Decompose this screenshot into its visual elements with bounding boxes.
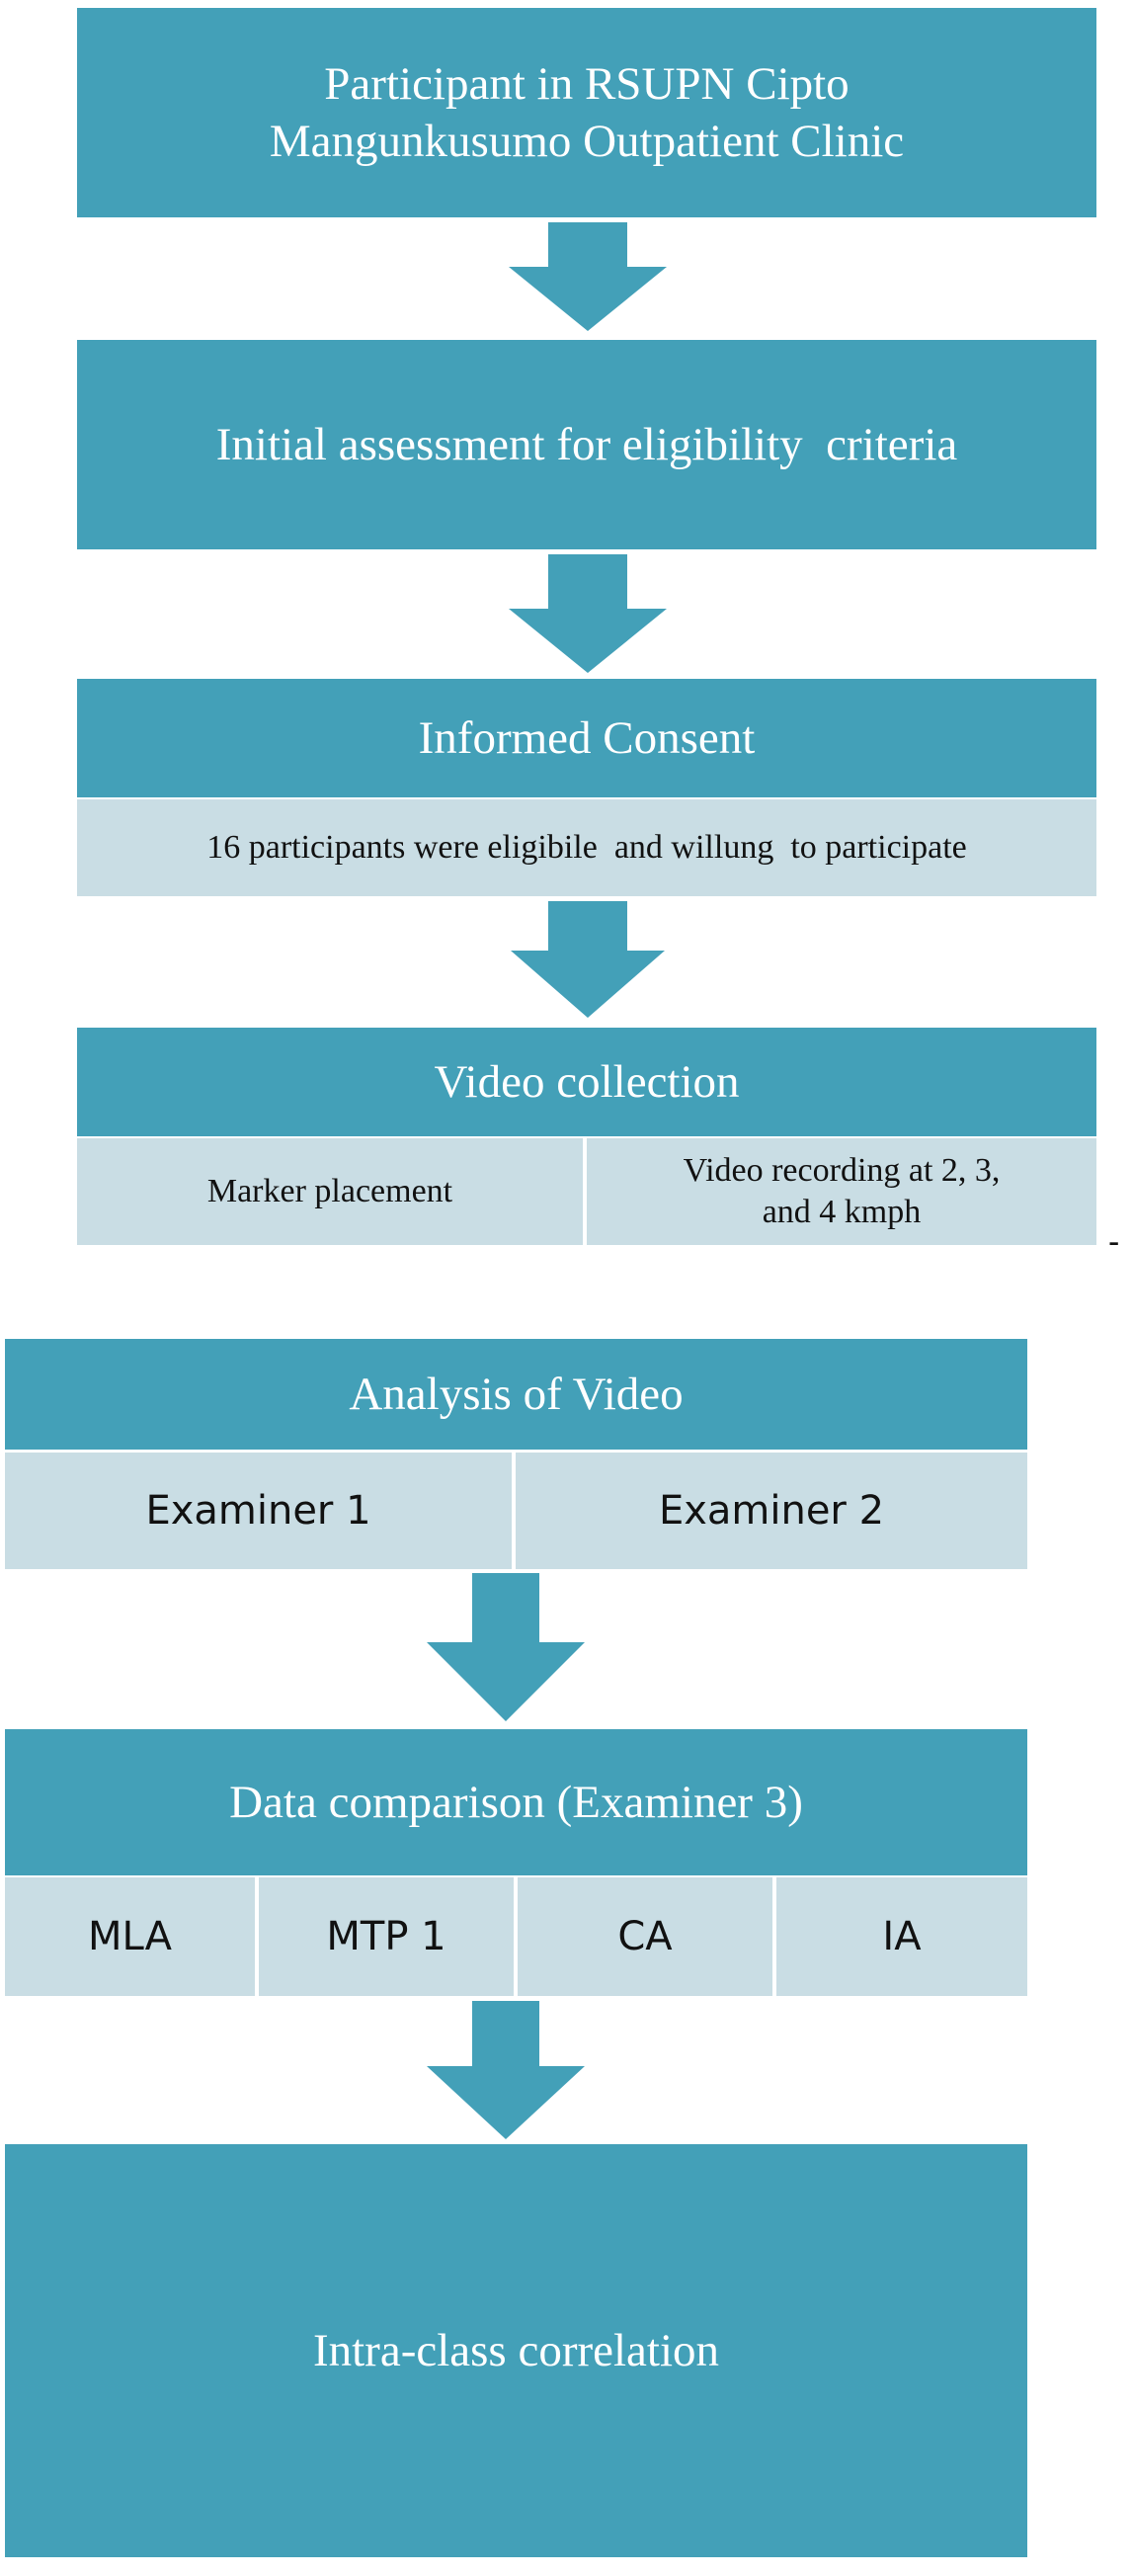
step-consent-detail: 16 participants were eligibile and willu… — [77, 799, 1096, 896]
analysis-cell-examiner-2-text: Examiner 2 — [658, 1488, 885, 1534]
analysis-cell-examiner-1-text: Examiner 1 — [145, 1488, 371, 1534]
video-collection-cell-marker: Marker placement — [77, 1138, 583, 1245]
step-data-comparison-title: Data comparison (Examiner 3) — [229, 1777, 803, 1828]
comparison-cell-mtp1: MTP 1 — [259, 1877, 514, 1996]
arrow-3 — [511, 901, 665, 1018]
comparison-cell-ia: IA — [776, 1877, 1027, 1996]
video-collection-cell-marker-text: Marker placement — [206, 1173, 453, 1209]
comparison-cell-ca-text: CA — [617, 1914, 673, 1959]
comparison-cell-ca: CA — [518, 1877, 772, 1996]
step-video-collection-title: Video collection — [434, 1056, 740, 1108]
step-eligibility-box: Initial assessment for eligibility crite… — [77, 340, 1096, 549]
step-icc-box: Intra-class correlation — [5, 2144, 1027, 2557]
video-collection-cell-recording-line-1: Video recording at 2, 3, — [683, 1152, 1001, 1189]
step-participant-box: Participant in RSUPN Cipto Mangunkusumo … — [77, 8, 1096, 217]
comparison-cell-mla: MLA — [5, 1877, 255, 1996]
step-analysis-header: Analysis of Video — [5, 1339, 1027, 1450]
side-mark: - — [1108, 1223, 1120, 1261]
comparison-cell-ia-text: IA — [882, 1914, 922, 1959]
step-eligibility-title: Initial assessment for eligibility crite… — [215, 419, 958, 470]
video-collection-cell-recording: Video recording at 2, 3, and 4 kmph — [587, 1138, 1096, 1245]
arrow-1 — [509, 222, 667, 331]
step-consent-detail-text: 16 participants were eligibile and willu… — [206, 829, 967, 866]
arrow-4 — [427, 1573, 585, 1721]
step-consent-title: Informed Consent — [418, 712, 756, 764]
comparison-cell-mtp1-text: MTP 1 — [326, 1914, 446, 1959]
step-participant-line-1: Participant in RSUPN Cipto — [324, 58, 850, 110]
analysis-cell-examiner-1: Examiner 1 — [5, 1453, 512, 1569]
step-data-comparison-header: Data comparison (Examiner 3) — [5, 1729, 1027, 1875]
step-analysis-title: Analysis of Video — [349, 1369, 684, 1420]
arrow-5 — [427, 2001, 585, 2139]
step-icc-title: Intra-class correlation — [312, 2325, 720, 2376]
comparison-cell-mla-text: MLA — [87, 1914, 173, 1959]
step-consent-header: Informed Consent — [77, 679, 1096, 797]
step-participant-line-2: Mangunkusumo Outpatient Clinic — [269, 116, 905, 167]
video-collection-cell-recording-line-2: and 4 kmph — [762, 1194, 922, 1230]
arrow-2 — [509, 554, 667, 673]
analysis-cell-examiner-2: Examiner 2 — [516, 1453, 1027, 1569]
step-video-collection-header: Video collection — [77, 1028, 1096, 1136]
